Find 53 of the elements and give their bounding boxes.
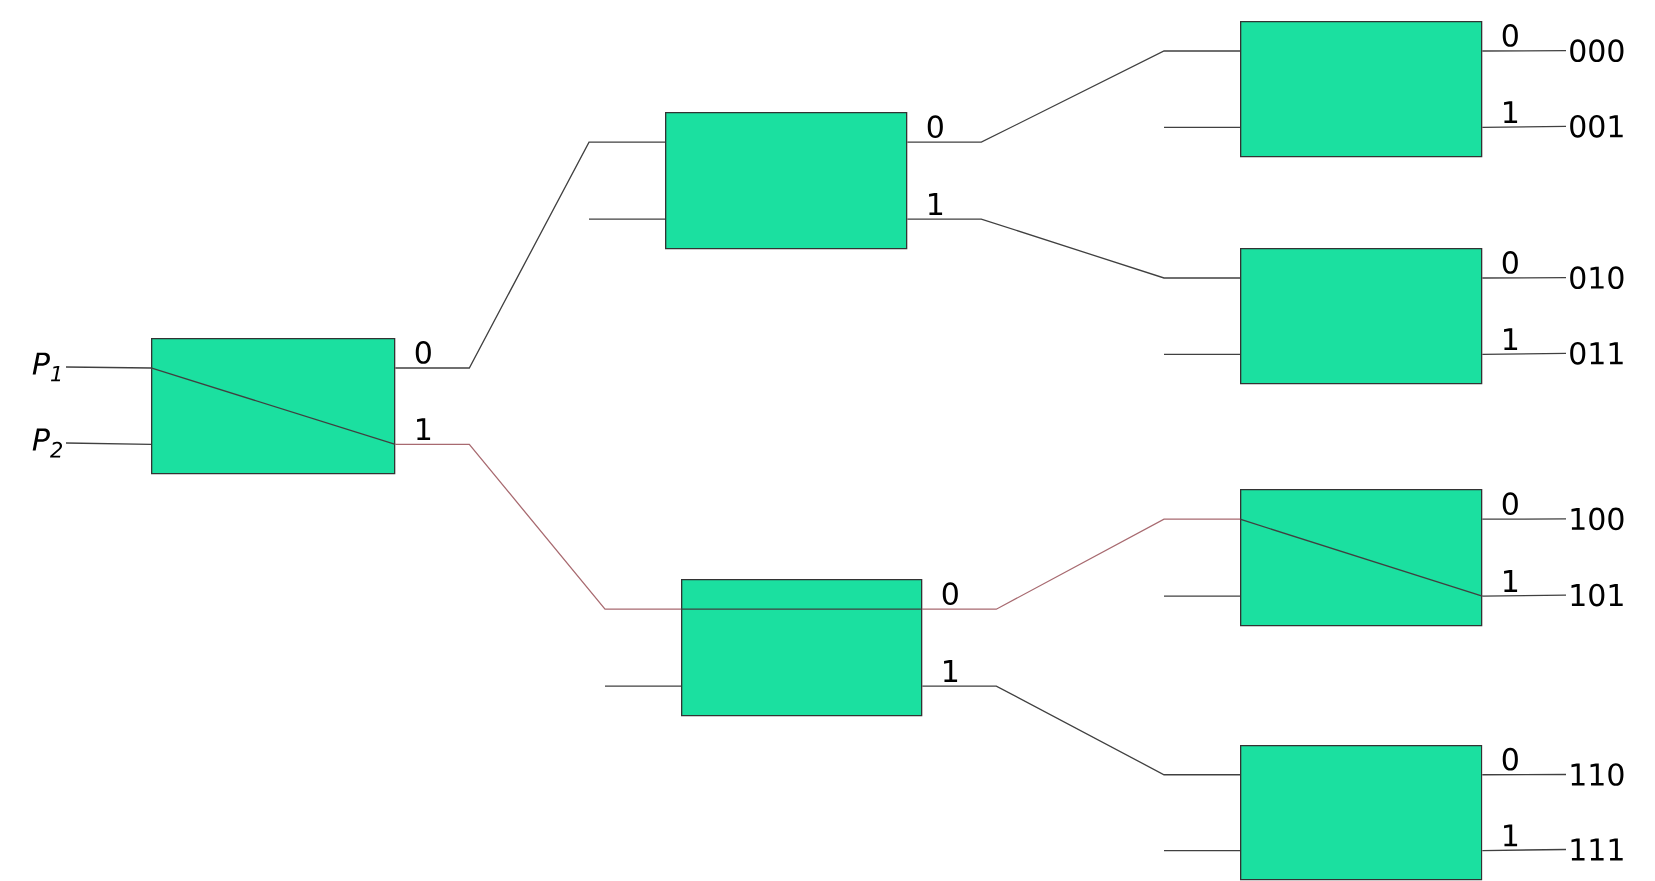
connector-line: [1163, 595, 1241, 597]
output-label: 101: [1571, 583, 1623, 607]
connector-line: [906, 50, 1241, 143]
connector-line: [1481, 352, 1567, 355]
connector-line: [1481, 518, 1567, 520]
output-label: 110: [1571, 763, 1624, 786]
connector-line: [1163, 849, 1241, 852]
port-number: 0: [1499, 746, 1521, 772]
port-number: 1: [939, 659, 961, 683]
switch-box: [1240, 489, 1483, 627]
connector-line: [906, 218, 1241, 279]
connector-line: [1481, 773, 1567, 776]
connector-line: [1481, 594, 1567, 597]
connector-line: [921, 685, 1241, 776]
input-label: P$_{2}$: [32, 428, 62, 458]
port-number: 0: [1499, 491, 1521, 516]
connector-line: [394, 443, 682, 610]
port-number: 0: [412, 340, 434, 365]
output-label: 001: [1570, 114, 1623, 138]
connector-line: [604, 685, 682, 687]
port-number: 0: [924, 114, 946, 139]
output-label: 010: [1570, 266, 1624, 290]
switch-box: [681, 579, 923, 717]
switch-box: [151, 338, 396, 475]
port-number: 0: [939, 581, 961, 606]
connector-line: [1163, 353, 1241, 355]
connector-line: [65, 442, 152, 445]
connector-line: [1481, 277, 1567, 279]
output-label: 011: [1570, 341, 1623, 365]
connector-line: [1481, 125, 1567, 128]
connector-line: [1481, 50, 1567, 52]
switch-box: [1240, 745, 1483, 881]
connector-line: [65, 366, 152, 369]
connector-line: [921, 518, 1241, 610]
port-number: 1: [412, 417, 434, 442]
input-label: P$_{1}$: [32, 352, 61, 382]
port-number: 1: [1499, 100, 1521, 125]
port-number: 0: [1499, 250, 1521, 275]
port-number: 1: [1499, 823, 1521, 848]
connector-line: [588, 218, 666, 220]
port-number: 1: [1499, 569, 1521, 593]
connector-line: [394, 141, 666, 369]
switch-box: [665, 112, 908, 250]
switch-box: [1240, 248, 1483, 385]
connector-line: [1163, 126, 1241, 128]
port-number: 1: [1499, 327, 1521, 352]
output-label: 000: [1570, 39, 1624, 63]
connector-line: [1481, 848, 1567, 852]
port-number: 1: [924, 192, 946, 216]
output-label: 100: [1571, 507, 1624, 531]
port-number: 0: [1499, 23, 1521, 48]
output-label: 111: [1571, 838, 1623, 861]
switch-box: [1240, 21, 1483, 158]
